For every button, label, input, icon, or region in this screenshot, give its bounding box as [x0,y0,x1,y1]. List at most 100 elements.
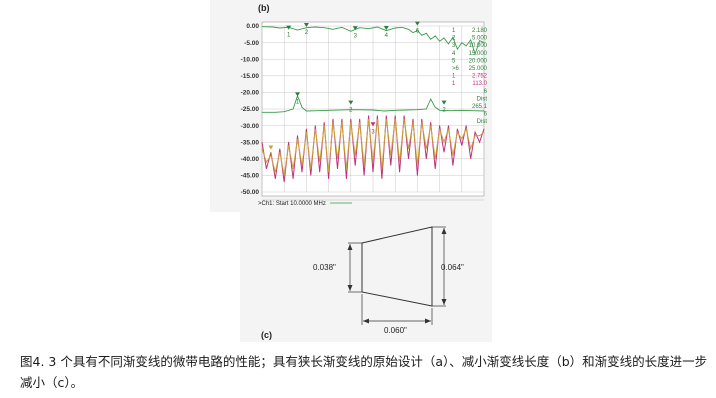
marker-table-id: 1 [452,74,456,80]
marker-table-id: >6 [452,66,460,72]
series-1-point [272,26,274,28]
panel-b-label: (b) [258,3,270,13]
series-1-point [417,30,418,31]
marker-table-value: 10.000 [469,43,488,49]
marker-table-id: 2 [452,36,456,42]
trace-marker-label: 3 [371,129,375,135]
series-3-point [403,115,405,116]
marker-table-value: Dist [477,119,488,125]
series-3-point [297,135,298,136]
series-4-point [465,128,467,130]
series-1-point [421,34,423,36]
series-3-point [328,178,329,180]
series-4-point [310,168,312,170]
series-4-point [292,168,294,170]
series-4-point [381,168,383,170]
marker-table-value: 5.000 [472,36,488,42]
series-1-point [401,27,403,28]
trace-marker [295,92,301,97]
y-tick-label: -20.00 [241,90,260,97]
marker-table-value: 113.0 [472,81,487,87]
series-1-point [314,26,316,28]
series-3-point [381,178,383,180]
series-1-point [430,38,432,40]
trace-marker [383,25,389,30]
series-3-point [266,168,267,170]
trace-marker-label: 4 [385,33,389,39]
series-3-point [399,171,400,173]
series-3-point [346,178,347,180]
series-3-point [310,175,312,176]
series-4-point [354,155,356,156]
series-4-point [359,121,360,123]
series-4-point [417,165,418,166]
series-4-point [434,158,436,160]
start-frequency-label: >Ch1: Start 10.0000 MHz [258,201,326,207]
series-4-point [421,121,423,123]
y-tick-label: 0.00 [246,23,259,30]
series-4-point [279,151,281,153]
series-4-point [443,141,445,143]
series-3-point [439,125,440,126]
y-tick-label: -30.00 [241,123,260,130]
series-4-point [328,171,329,173]
series-2-point [434,107,436,108]
series-1-point [323,27,325,28]
series-3-point [417,175,418,176]
marker-table-id: 4 [452,51,456,57]
series-1-point [465,45,467,47]
series-4-point [319,161,321,163]
series-4-point [301,165,303,166]
series-1-point [434,35,436,37]
series-1-point [448,43,449,45]
marker-table-value: Dist [477,96,488,102]
series-1-point [306,27,307,28]
series-4-point [412,121,414,123]
series-2-point [372,109,374,111]
trace-marker [441,100,447,105]
y-tick-label: -50.00 [241,189,260,196]
series-1-point [425,33,427,34]
series-4-point [372,161,374,163]
series-1-point [279,27,281,29]
series-3-point [288,141,289,143]
series-2-point [406,109,407,111]
series-3-point [275,178,276,180]
series-4-point [390,155,392,156]
series-3-point [430,121,432,123]
series-1-point [412,32,414,33]
series-1-point [439,40,440,42]
trace-marker-label: 1 [269,153,273,159]
series-1-point [470,39,471,41]
trace-marker-label: 3 [354,33,358,39]
trace-marker-label: 2 [349,108,353,114]
series-2-point [450,110,452,111]
series-1-point [297,29,298,31]
series-3-point [270,151,272,153]
series-3-point [261,141,263,143]
trace-marker [370,122,376,127]
marker-table-value: 20.000 [469,58,488,64]
trace-marker [348,100,354,105]
series-2-point [383,110,385,112]
series-3-point [386,115,387,116]
series-4-point [408,148,409,150]
series-1-point [368,28,369,29]
series-4-point [283,175,285,176]
trace-marker-label: 1 [287,33,291,39]
series-3-point [323,121,325,123]
series-2-point [430,98,432,100]
series-1-point [408,29,409,30]
trace-marker [414,21,420,26]
series-layer [261,26,485,183]
series-4-point [341,121,343,123]
series-3-point [306,128,307,130]
left-dimension-label: 0.038" [313,263,336,272]
series-4-point [439,128,440,130]
series-3-point [465,125,467,126]
series-2-point [317,110,318,111]
series-3-point [283,181,285,183]
series-4-point [368,118,369,120]
